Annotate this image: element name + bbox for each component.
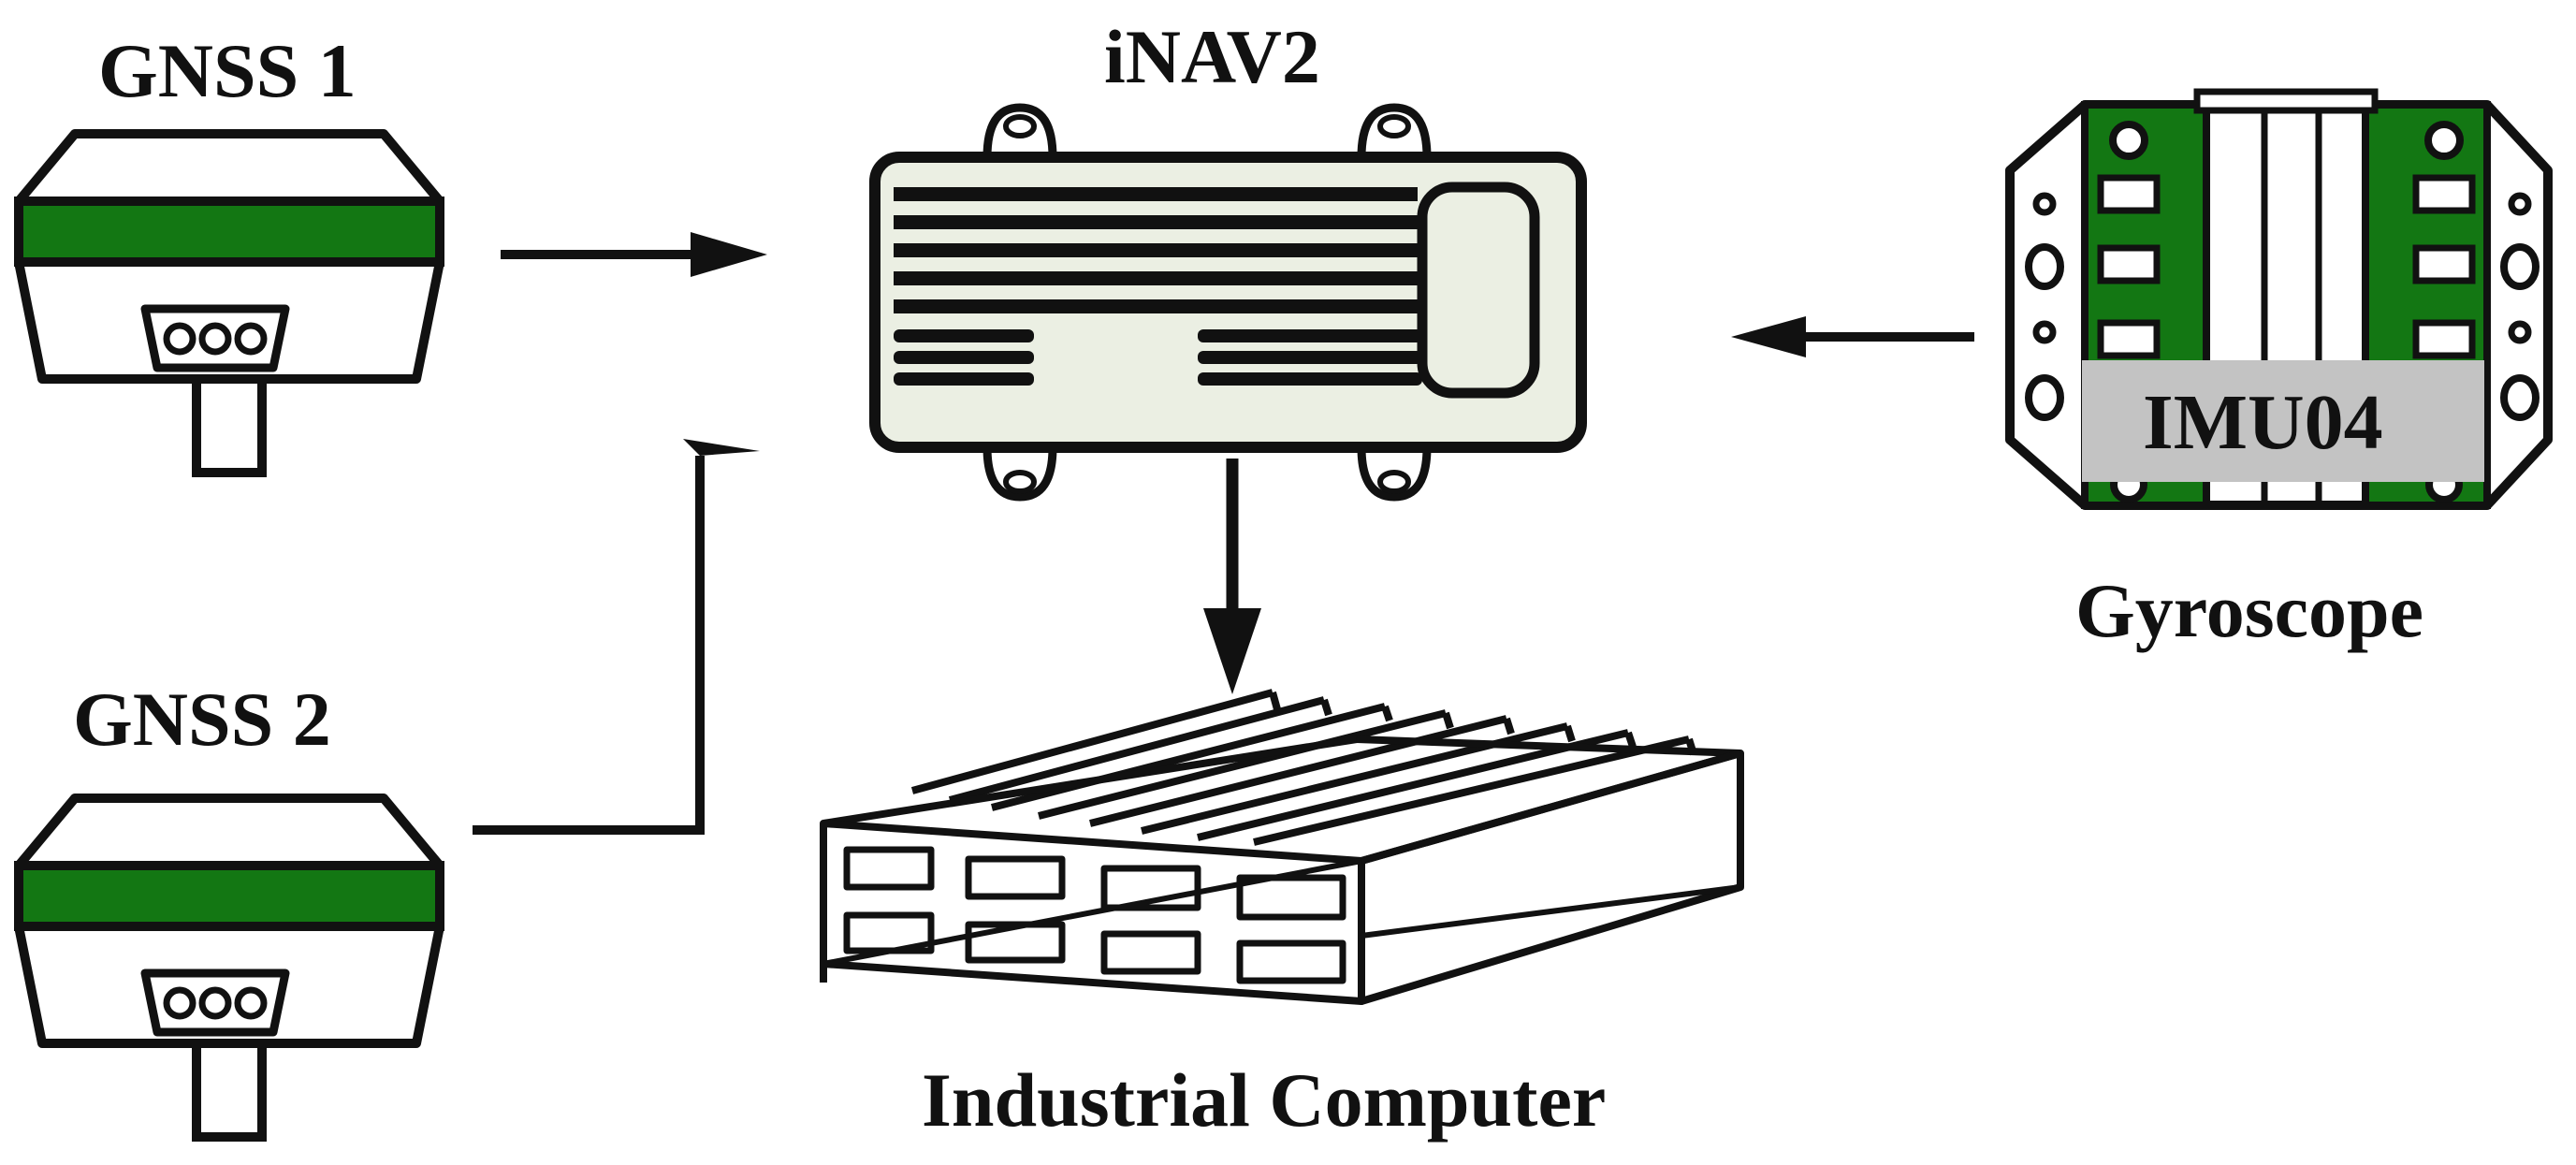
gnss1-label: GNSS 1 <box>98 28 357 113</box>
gnss2-label: GNSS 2 <box>73 677 331 762</box>
inav-label: iNAV2 <box>1104 14 1320 99</box>
inav-unit-icon <box>869 103 1587 502</box>
arrow-gnss1-to-inav <box>501 232 767 277</box>
arrow-imu-to-inav <box>1731 316 1974 357</box>
arrow-gnss2-to-inav <box>473 439 760 835</box>
arrow-inav-to-computer <box>1203 459 1261 694</box>
computer-label: Industrial Computer <box>922 1057 1607 1143</box>
gnss2-receiver-icon <box>19 798 440 1137</box>
industrial-computer-icon <box>820 689 1744 1005</box>
imu-board-icon <box>2005 88 2553 510</box>
gnss1-receiver-icon <box>19 134 440 473</box>
imu-badge <box>2082 360 2484 482</box>
imu-badge-label: IMU04 <box>2143 379 2383 466</box>
gyroscope-label: Gyroscope <box>2075 568 2424 653</box>
